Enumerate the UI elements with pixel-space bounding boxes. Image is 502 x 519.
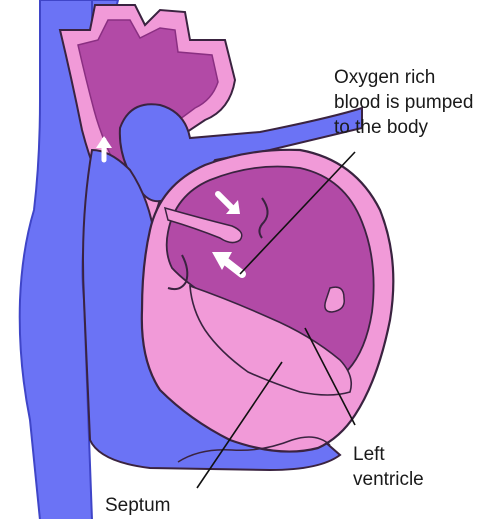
label-line: Oxygen rich [334,65,473,90]
label-left-ventricle: Left ventricle [353,442,424,492]
label-septum: Septum [105,493,170,518]
label-line: Left [353,442,424,467]
label-line: blood is pumped [334,90,473,115]
label-line: to the body [334,115,473,140]
label-oxygen-rich-blood: Oxygen rich blood is pumped to the body [334,65,473,140]
label-line: ventricle [353,467,424,492]
